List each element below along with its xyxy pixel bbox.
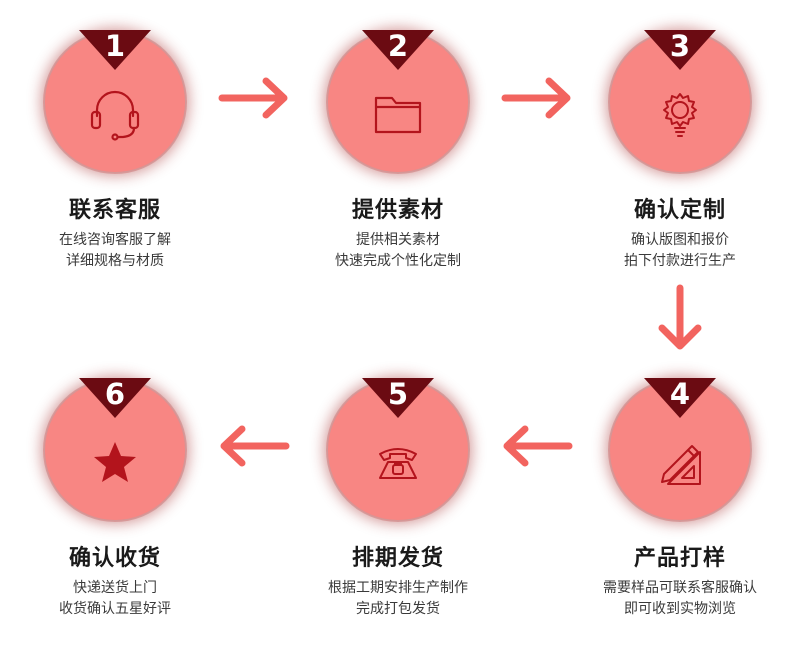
step-number: 2 [387,29,409,63]
step-number: 3 [669,29,691,63]
arrow-right-icon [218,76,290,124]
arrow-left-icon [501,424,573,472]
headset-icon [85,84,145,144]
step-description-line: 即可收到实物浏览 [624,601,736,617]
arrow-down-icon [656,284,704,356]
step-title: 确认定制 [633,198,726,223]
step-circle: 4 [610,377,750,520]
step-circle: 1 [45,29,185,172]
step-description-line: 收货确认五星好评 [59,601,171,617]
step-number-badge: 3 [644,29,716,70]
step-circle: 3 [610,29,750,172]
step-number-badge: 5 [362,377,434,418]
step-description-line: 提供相关素材 [356,232,440,248]
step-title: 产品打样 [633,546,726,571]
step-description: 在线咨询客服了解 详细规格与材质 [5,230,225,272]
step-number-badge: 2 [362,29,434,70]
ruler-pencil-icon [650,432,710,492]
step-description: 提供相关素材 快速完成个性化定制 [288,230,508,272]
step-description-line: 需要样品可联系客服确认 [603,580,757,596]
step-number-badge: 4 [644,377,716,418]
folder-icon [368,84,428,144]
star-icon [85,432,145,492]
step-number-badge: 1 [79,29,151,70]
step-number-badge: 6 [79,377,151,418]
step-description: 根据工期安排生产制作 完成打包发货 [288,578,508,620]
step-title: 联系客服 [68,198,161,223]
step-description: 需要样品可联系客服确认 即可收到实物浏览 [570,578,790,620]
step-description-line: 确认版图和报价 [631,232,729,248]
step-description-line: 详细规格与材质 [66,253,164,269]
gear-bulb-icon [650,84,710,144]
step-description-line: 拍下付款进行生产 [624,253,736,269]
step-circle: 5 [328,377,468,520]
step-description-line: 根据工期安排生产制作 [328,580,468,596]
arrow-left-icon [218,424,290,472]
step-description-line: 快速完成个性化定制 [335,253,461,269]
step-title: 确认收货 [68,546,161,571]
step-number: 1 [104,29,126,63]
step-description-line: 在线咨询客服了解 [59,232,171,248]
step-description: 快递送货上门 收货确认五星好评 [5,578,225,620]
step-number: 4 [669,377,691,411]
step-number: 5 [387,377,409,411]
telephone-icon [368,432,428,492]
step-description-line: 完成打包发货 [356,601,440,617]
step-circle: 6 [45,377,185,520]
step-circle: 2 [328,29,468,172]
step-description: 确认版图和报价 拍下付款进行生产 [570,230,790,272]
arrow-right-icon [501,76,573,124]
step-title: 排期发货 [351,546,444,571]
step-title: 提供素材 [351,198,444,223]
step-description-line: 快递送货上门 [73,580,157,596]
step-number: 6 [104,377,126,411]
